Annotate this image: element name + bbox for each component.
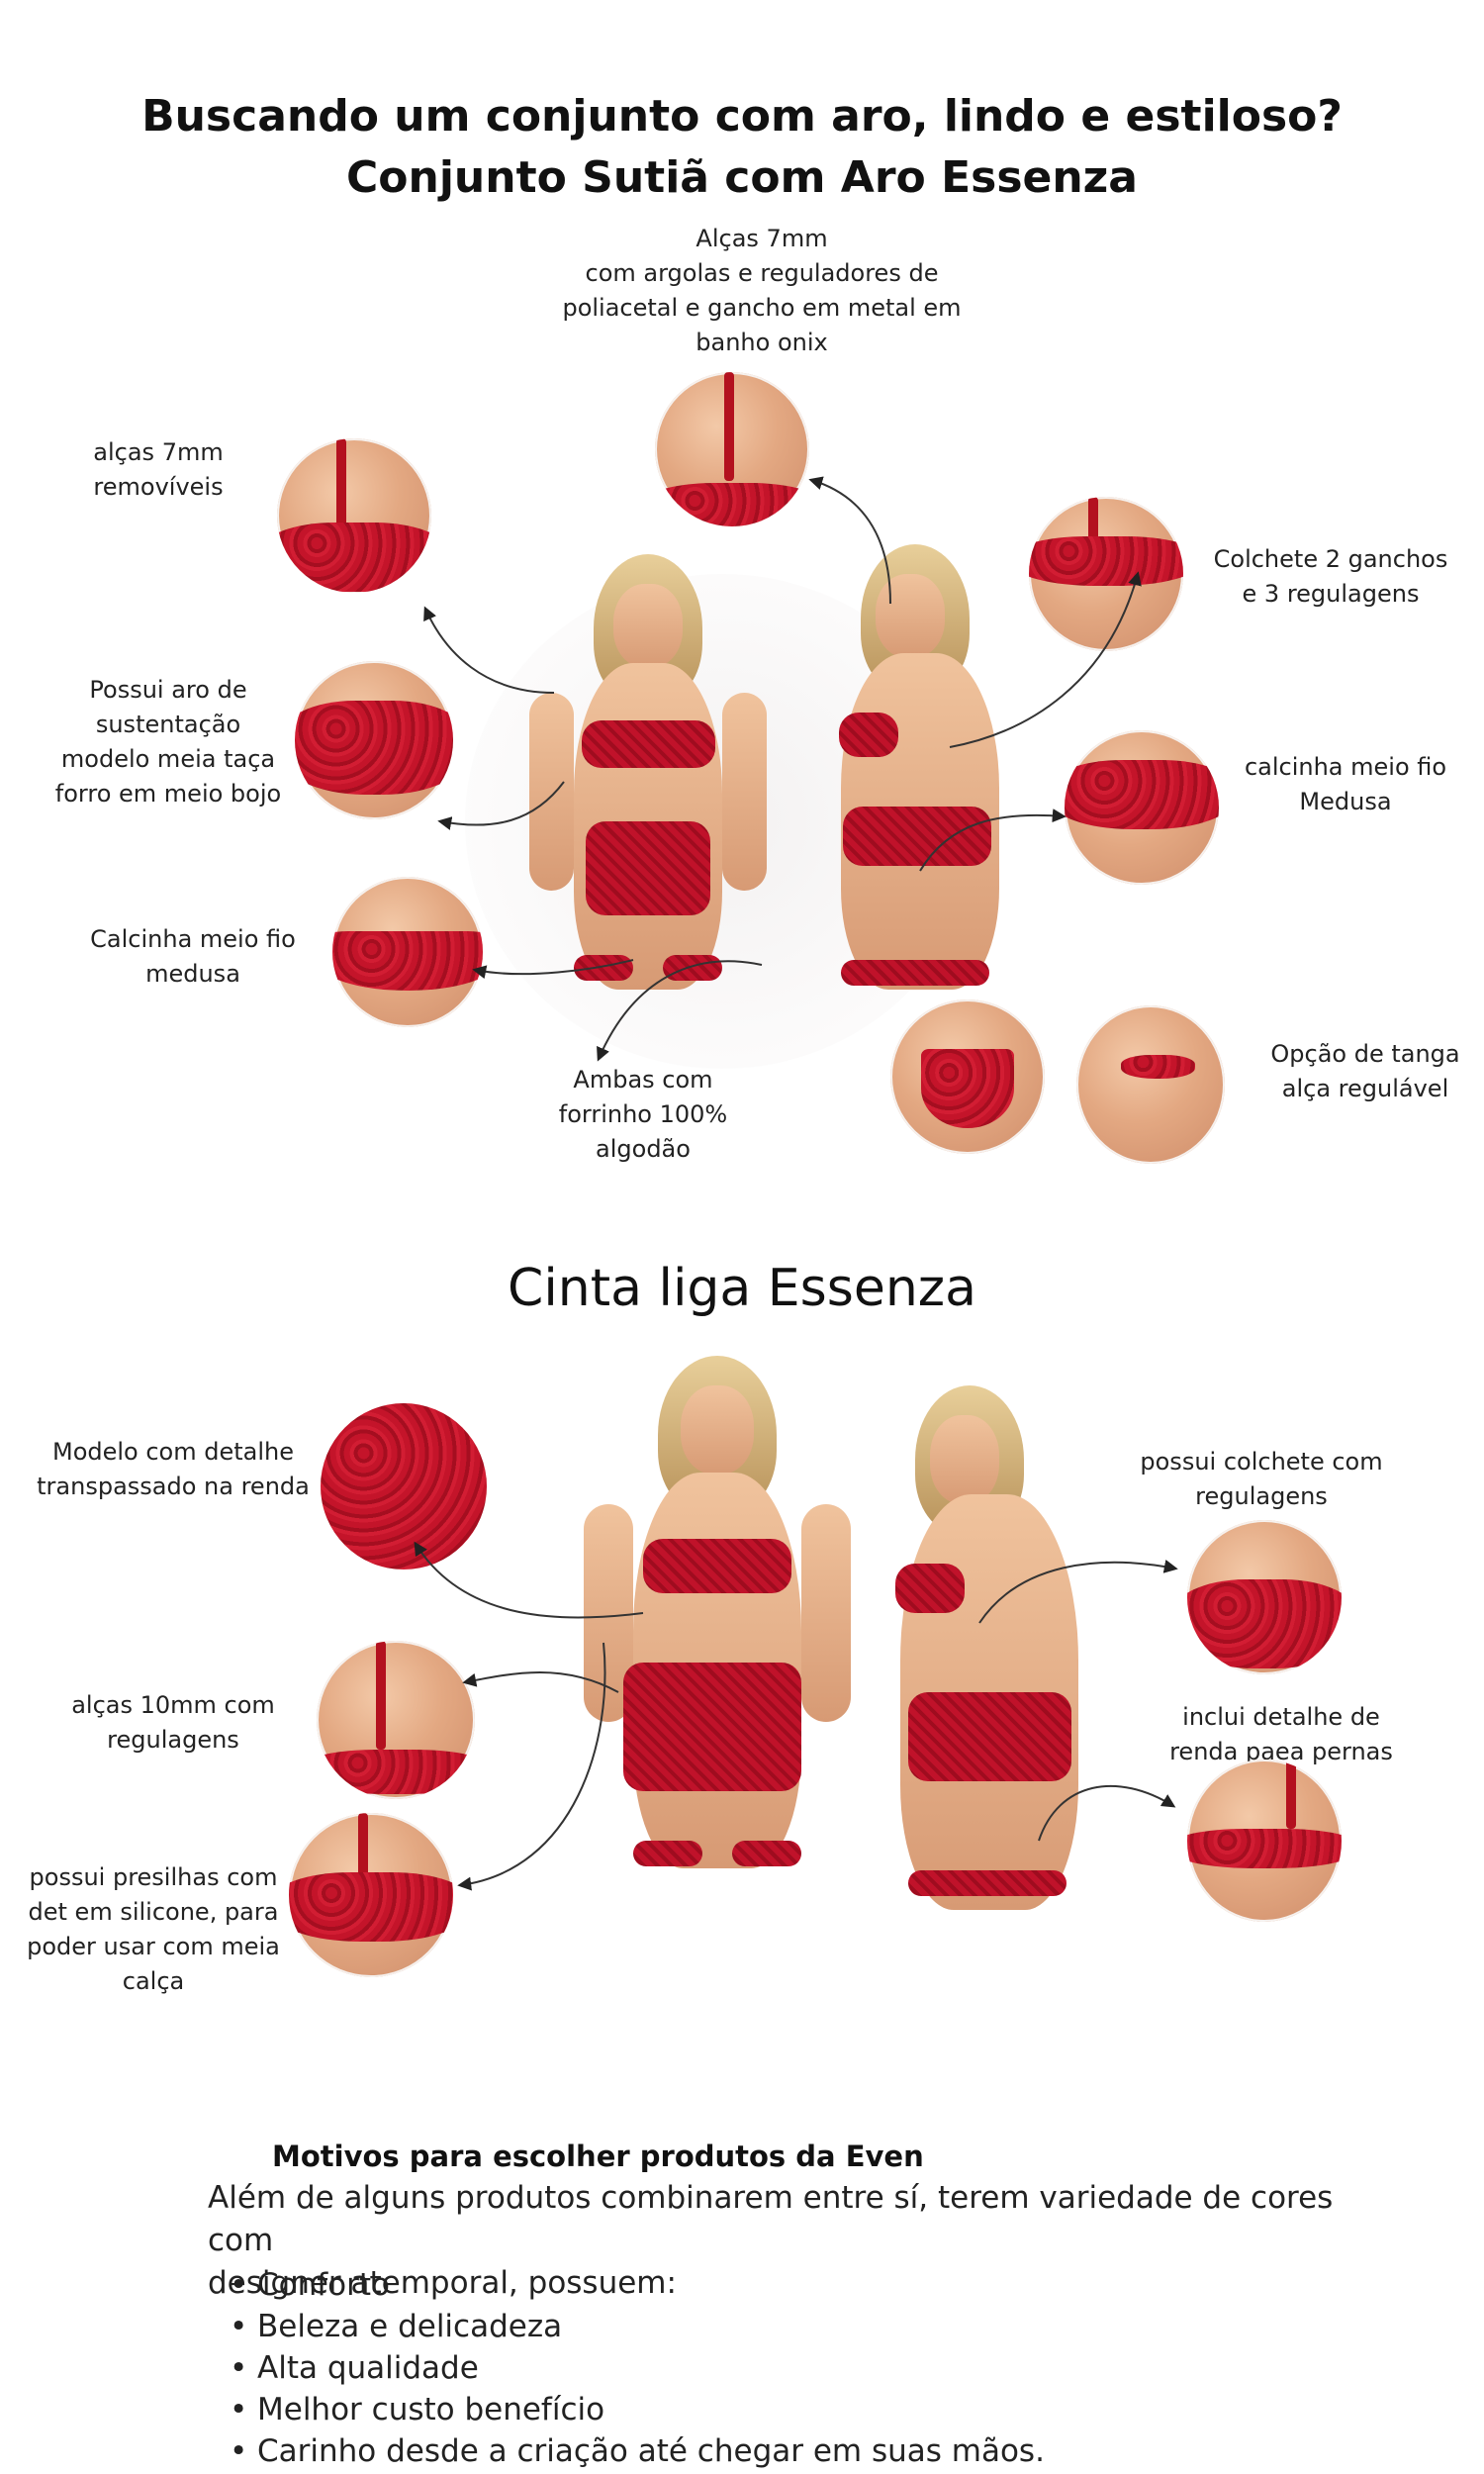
detail-garter-strap bbox=[317, 1641, 475, 1799]
caption-presilhas: possui presilhas com det em silicone, pa… bbox=[27, 1863, 280, 1995]
list-item: Alta qualidade bbox=[257, 2347, 1045, 2389]
detail-underwire-cup bbox=[295, 661, 453, 819]
caption-forrinho: Ambas com forrinho 100% algodão bbox=[558, 1066, 728, 1163]
detail-thong-back bbox=[1076, 1005, 1225, 1164]
caption-modelo-transpassado: Modelo com detalhe transpassado na renda bbox=[37, 1438, 310, 1500]
model-back-photo bbox=[821, 544, 1049, 1009]
caption-colchete: Colchete 2 ganchos e 3 regulagens bbox=[1213, 545, 1448, 608]
garter-model-back-photo bbox=[890, 1385, 1108, 1920]
caption-alcas-10mm: alças 10mm com regulagens bbox=[71, 1691, 275, 1754]
list-item: Beleza e delicadeza bbox=[257, 2306, 1045, 2347]
caption-colchete-regulagens: possui colchete com regulagens bbox=[1140, 1448, 1383, 1510]
garter-model-front-photo bbox=[574, 1356, 861, 1890]
page-heading-question: Buscando um conjunto com aro, lindo e es… bbox=[141, 91, 1343, 142]
caption-alcas-removiveis: alças 7mm removíveis bbox=[93, 438, 224, 501]
detail-panty-front bbox=[332, 877, 483, 1027]
caption-alcas-argolas: Alças 7mm com argolas e reguladores de p… bbox=[562, 225, 962, 356]
detail-removable-strap bbox=[277, 438, 431, 593]
detail-thong-front bbox=[890, 999, 1045, 1154]
detail-garter-closure bbox=[1187, 1520, 1342, 1674]
caption-renda-pernas: inclui detalhe de renda paea pernas bbox=[1169, 1703, 1393, 1765]
caption-calcinha-left: Calcinha meio fio medusa bbox=[90, 925, 296, 988]
list-item: Conforto bbox=[257, 2264, 1045, 2306]
detail-silicone-clips bbox=[289, 1813, 453, 1977]
caption-aro-sustentacao: Possui aro de sustentação modelo meia ta… bbox=[54, 676, 282, 808]
motivos-list: Conforto Beleza e delicadeza Alta qualid… bbox=[257, 2264, 1045, 2472]
page-heading-product: Conjunto Sutiã com Aro Essenza bbox=[346, 152, 1138, 203]
detail-panty-back bbox=[1065, 730, 1219, 885]
detail-hook-closure bbox=[1029, 497, 1183, 651]
detail-strap-closeup bbox=[655, 372, 809, 526]
motivos-title: Motivos para escolher produtos da Even bbox=[272, 2140, 924, 2173]
detail-leg-lace bbox=[1187, 1760, 1342, 1922]
caption-tanga: Opção de tanga alça regulável bbox=[1270, 1040, 1460, 1102]
list-item: Melhor custo benefício bbox=[257, 2389, 1045, 2430]
garter-section-title: Cinta liga Essenza bbox=[508, 1259, 976, 1318]
list-item: Carinho desde a criação até chegar em su… bbox=[257, 2430, 1045, 2472]
model-front-photo bbox=[514, 554, 782, 1009]
caption-calcinha-right: calcinha meio fio Medusa bbox=[1244, 753, 1447, 815]
detail-crossed-lace bbox=[321, 1403, 487, 1570]
